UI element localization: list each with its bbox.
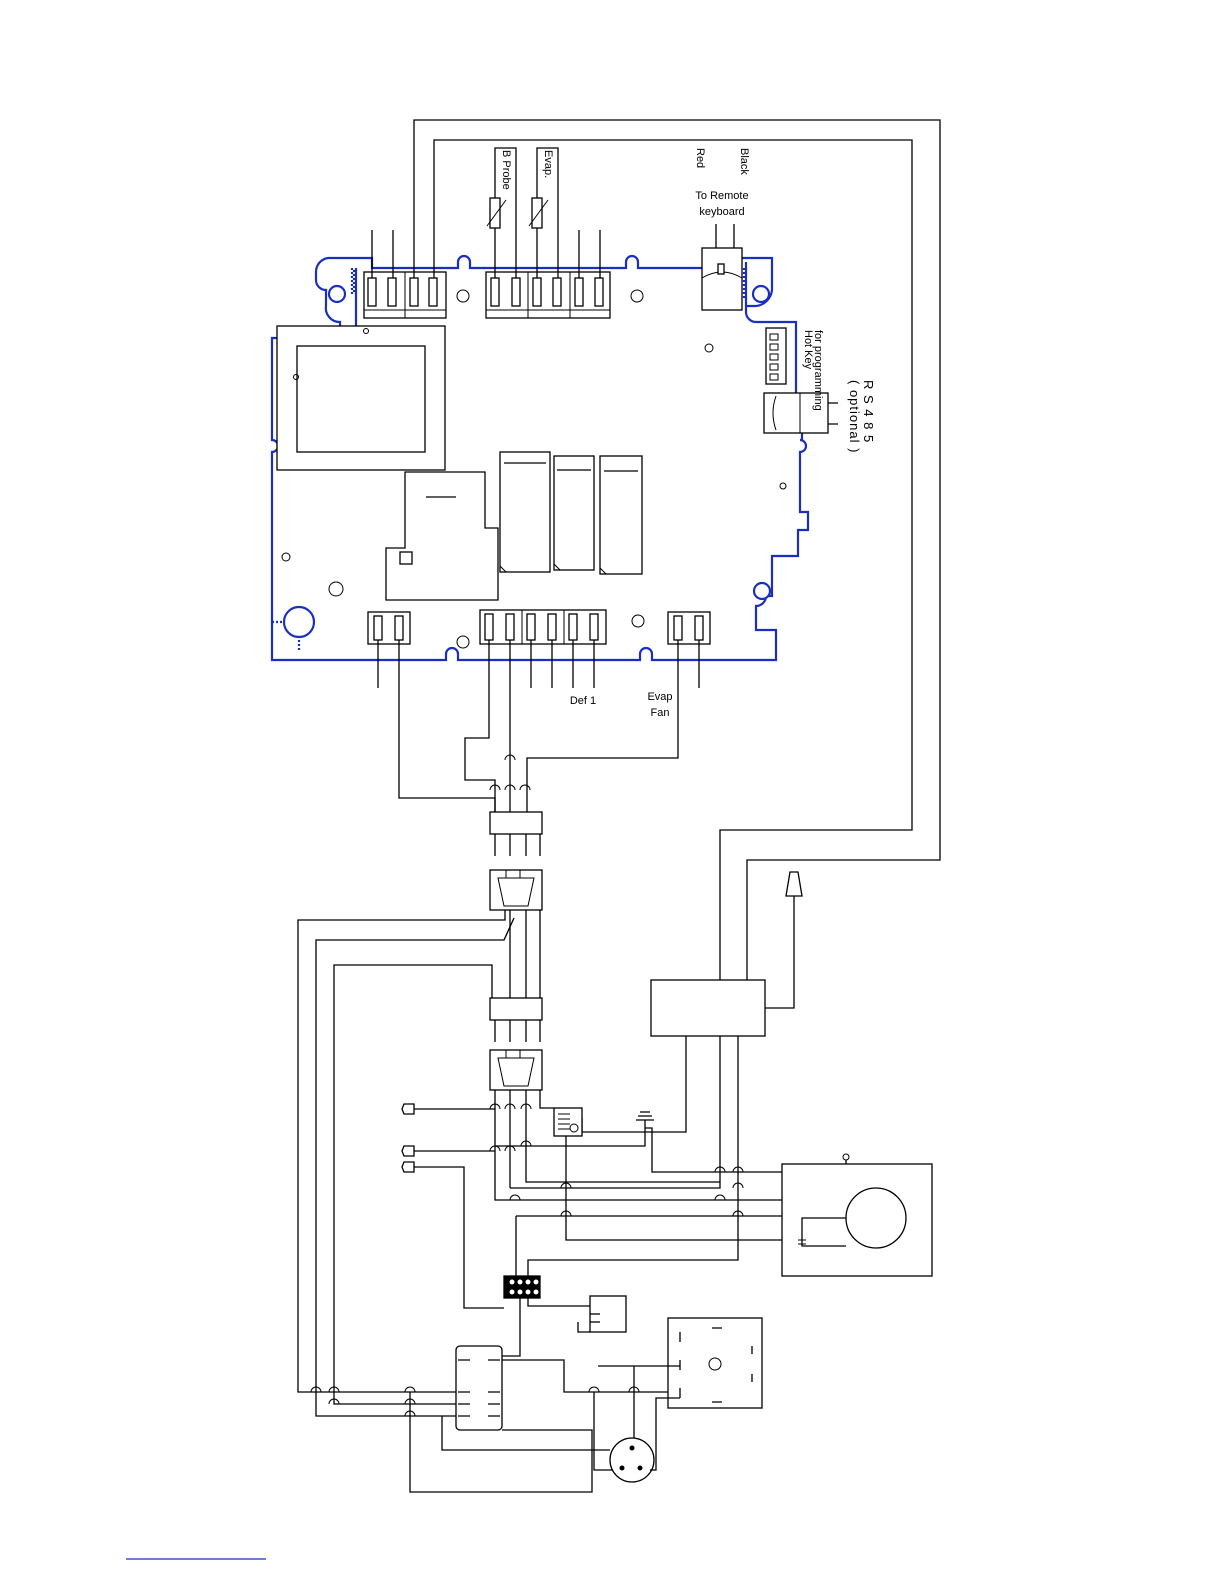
- harness-wires: [378, 640, 699, 812]
- label-def1: Def 1: [570, 695, 596, 707]
- label-red: Red: [694, 148, 706, 168]
- label-evap: Evap.: [542, 150, 554, 178]
- label-rs485: R S 4 8 5: [861, 380, 876, 443]
- bottom-terminals: [368, 610, 710, 644]
- label-to-remote: To Remote: [695, 190, 748, 202]
- harness-connector-1: [490, 812, 542, 910]
- label-b-probe: B Probe: [500, 150, 512, 190]
- harness-connector-2: [298, 910, 542, 1416]
- board-components: [277, 290, 786, 648]
- label-evap-fan-1: Evap: [647, 691, 672, 703]
- label-keyboard: keyboard: [699, 206, 744, 218]
- label-black: Black: [738, 148, 750, 175]
- label-for-programming: for programming: [812, 330, 824, 411]
- label-optional: ( optional ): [847, 380, 862, 453]
- label-evap-fan-2: Fan: [651, 707, 670, 719]
